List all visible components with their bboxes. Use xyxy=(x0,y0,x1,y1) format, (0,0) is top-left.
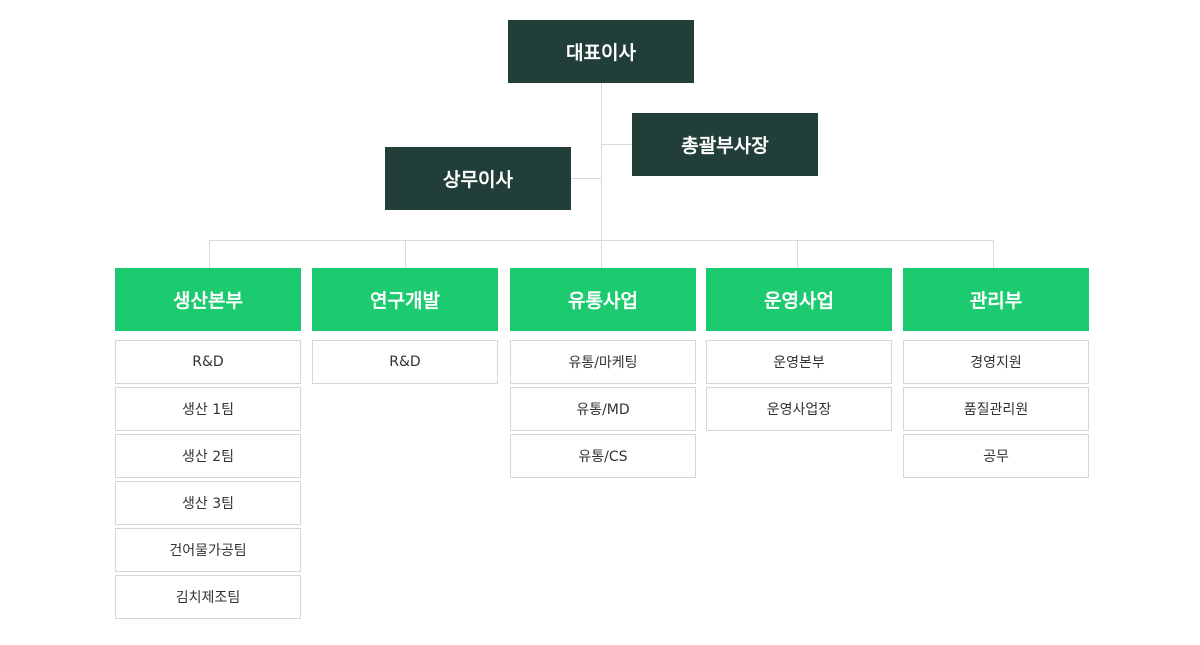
department-header: 연구개발 xyxy=(312,268,498,331)
department-drop-line-2 xyxy=(405,240,406,268)
team-list: R&D xyxy=(312,340,498,384)
team-item: 유통/MD xyxy=(510,387,696,431)
department-management: 관리부 경영지원 품질관리원 공무 xyxy=(903,268,1089,481)
vice-president-label: 총괄부사장 xyxy=(681,135,769,157)
team-list: 경영지원 품질관리원 공무 xyxy=(903,340,1089,478)
team-item: 유통/CS xyxy=(510,434,696,478)
department-header: 유통사업 xyxy=(510,268,696,331)
team-item: 유통/마케팅 xyxy=(510,340,696,384)
team-list: 유통/마케팅 유통/MD 유통/CS xyxy=(510,340,696,478)
department-drop-line-3 xyxy=(601,240,602,268)
department-header: 운영사업 xyxy=(706,268,892,331)
team-item: 김치제조팀 xyxy=(115,575,301,619)
team-item: 품질관리원 xyxy=(903,387,1089,431)
team-item: 생산 1팀 xyxy=(115,387,301,431)
department-header: 관리부 xyxy=(903,268,1089,331)
department-distribution: 유통사업 유통/마케팅 유통/MD 유통/CS xyxy=(510,268,696,481)
team-item: 생산 3팀 xyxy=(115,481,301,525)
department-operations: 운영사업 운영본부 운영사업장 xyxy=(706,268,892,434)
team-list: 운영본부 운영사업장 xyxy=(706,340,892,431)
department-drop-line-1 xyxy=(209,240,210,268)
team-item: 경영지원 xyxy=(903,340,1089,384)
team-item: R&D xyxy=(115,340,301,384)
managing-director-label: 상무이사 xyxy=(443,169,513,191)
team-list: R&D 생산 1팀 생산 2팀 생산 3팀 건어물가공팀 김치제조팀 xyxy=(115,340,301,619)
vice-president-connector xyxy=(601,144,632,145)
team-item: 건어물가공팀 xyxy=(115,528,301,572)
managing-director-box: 상무이사 xyxy=(385,147,571,210)
ceo-box: 대표이사 xyxy=(508,20,694,83)
vice-president-box: 총괄부사장 xyxy=(632,113,818,176)
team-item: 운영사업장 xyxy=(706,387,892,431)
department-header: 생산본부 xyxy=(115,268,301,331)
department-production: 생산본부 R&D 생산 1팀 생산 2팀 생산 3팀 건어물가공팀 김치제조팀 xyxy=(115,268,301,622)
ceo-label: 대표이사 xyxy=(566,42,636,64)
department-drop-line-5 xyxy=(993,240,994,268)
team-item: 공무 xyxy=(903,434,1089,478)
team-item: R&D xyxy=(312,340,498,384)
vertical-trunk-line xyxy=(601,83,602,240)
team-item: 운영본부 xyxy=(706,340,892,384)
team-item: 생산 2팀 xyxy=(115,434,301,478)
department-research: 연구개발 R&D xyxy=(312,268,498,387)
department-drop-line-4 xyxy=(797,240,798,268)
managing-director-connector xyxy=(571,178,601,179)
